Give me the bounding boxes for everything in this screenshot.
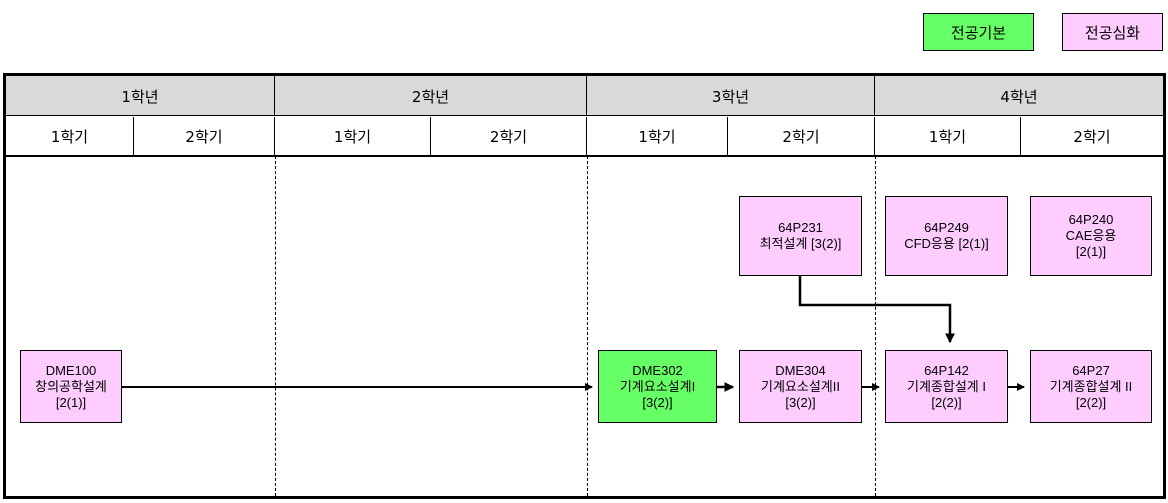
arrow-64p231-64p142 — [798, 276, 955, 344]
course-code: DME302 — [632, 362, 683, 378]
course-name: 기계요소설계II — [761, 378, 840, 394]
curriculum-table — [3, 73, 1166, 499]
divider-year-3 — [587, 156, 588, 496]
semester-row — [6, 116, 1163, 157]
semester-3-2: 2학기 — [728, 117, 875, 156]
course-code: 64P27 — [1072, 362, 1110, 378]
legend-basic: 전공기본 — [923, 13, 1034, 51]
course-name: CAE응용 — [1065, 228, 1117, 243]
semester-3-1: 1학기 — [587, 117, 728, 156]
course-name: 기계요소설계I — [619, 378, 696, 394]
course-code: 64P249 — [924, 220, 969, 235]
divider-year-4 — [875, 156, 876, 496]
course-credit: [2(2)] — [1075, 394, 1107, 410]
course-name: CFD응용 [2(1)] — [904, 236, 989, 251]
course-name: 최적설계 [3(2)] — [759, 236, 842, 251]
course-code: 64P231 — [778, 220, 823, 235]
course-code: 64P142 — [924, 362, 969, 378]
course-name: 기계종합설계 II — [1049, 378, 1133, 394]
semester-2-1: 1학기 — [275, 117, 431, 156]
semester-2-2: 2학기 — [431, 117, 587, 156]
course-code: DME100 — [45, 362, 97, 378]
year-header-row — [6, 76, 1163, 116]
course-credit: [3(2)] — [785, 394, 816, 410]
year-4: 4학년 — [1000, 87, 1038, 106]
course-code: 64P240 — [1068, 212, 1114, 227]
semester-1-1: 1학기 — [6, 117, 134, 156]
divider-year-2 — [275, 156, 276, 496]
legend-advanced: 전공심화 — [1062, 13, 1163, 51]
course-credit: [2(1)] — [55, 394, 87, 410]
course-credit: [2(2)] — [931, 394, 962, 410]
year-3: 3학년 — [587, 76, 875, 116]
semester-1-2: 2학기 — [134, 117, 275, 156]
semester-4-2: 2학기 — [1073, 128, 1111, 146]
year-1: 1학년 — [6, 76, 275, 116]
year-2: 2학년 — [275, 76, 587, 116]
course-name: 기계종합설계 I — [907, 378, 986, 394]
course-code: DME304 — [775, 362, 826, 378]
course-credit: [2(1)] — [1075, 244, 1107, 259]
course-credit: [3(2)] — [642, 394, 673, 410]
course-name: 창의공학설계 — [35, 378, 107, 394]
semester-4-1: 1학기 — [875, 117, 1021, 156]
